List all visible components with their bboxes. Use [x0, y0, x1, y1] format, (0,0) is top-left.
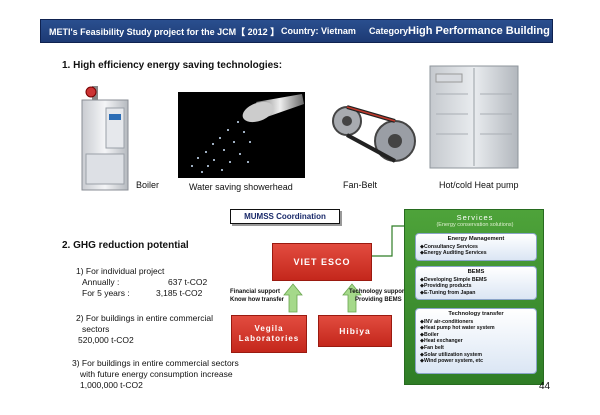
- services-subtitle: (Energy conservation solutions): [436, 222, 514, 228]
- vegila-laboratories-box: Vegila Laboratories: [231, 315, 307, 353]
- five-year-value: 3,185 t-CO2: [156, 288, 203, 298]
- five-year-label: For 5 years :: [82, 288, 130, 298]
- ghg-item2: 2) For buildings in entire commercial se…: [76, 313, 213, 346]
- list-item: ◆Energy Auditing Services: [420, 250, 487, 257]
- vegila-line2: Laboratories: [238, 334, 300, 343]
- project-title: METI's Feasibility Study project for the…: [49, 26, 280, 37]
- annual-label: Annually :: [82, 277, 120, 287]
- financial-line2: Know how transfer: [230, 297, 285, 303]
- technology-arrow-icon: [342, 283, 362, 313]
- list-item: ◆INV air-conditioners: [420, 318, 474, 325]
- category-value: High Performance Building: [408, 25, 550, 37]
- technology-line2: Providing BEMS: [355, 297, 402, 303]
- list-item: ◆Fan belt: [420, 344, 444, 351]
- mumss-coordination-box: MUMSS Coordination: [230, 209, 340, 224]
- financial-line1: Financial support: [230, 289, 281, 295]
- list-item: ◆Developing Simple BEMS: [420, 276, 487, 283]
- ghg-item1: 1) For individual project Annually : 637…: [76, 266, 207, 299]
- ghg-item3: 3) For buildings in entire commercial se…: [72, 358, 239, 391]
- fanbelt-caption: Fan-Belt: [343, 180, 378, 190]
- list-item: ◆Heat exchanger: [420, 338, 463, 345]
- financial-support-label: Financial support Know how transfer: [230, 288, 284, 304]
- technology-line1: Technology support: [349, 289, 407, 295]
- page-number: 44: [539, 381, 551, 392]
- item3-value: 1,000,000 t-CO2: [80, 380, 143, 390]
- fanbelt-image: [327, 97, 417, 177]
- bems-card: BEMS ◆Developing Simple BEMS ◆Providing …: [415, 266, 537, 300]
- energy-management-card: Energy Management ◆Consultancy Services …: [415, 233, 537, 261]
- technology-transfer-card: Technology transfer ◆INV air-conditioner…: [415, 308, 537, 374]
- shower-caption: Water saving showerhead: [189, 182, 293, 192]
- annual-value: 637 t-CO2: [168, 277, 208, 287]
- list-item: ◆Consultancy Services: [420, 243, 478, 250]
- energy-management-title: Energy Management: [447, 236, 505, 242]
- list-item: ◆Boiler: [420, 331, 439, 338]
- title-banner: METI's Feasibility Study project for the…: [40, 19, 553, 43]
- item2-value: 520,000 t-CO2: [78, 335, 134, 345]
- technology-support-label: Technology support Providing BEMS: [349, 288, 406, 304]
- bems-title: BEMS: [467, 269, 485, 275]
- financial-arrow-icon: [283, 283, 303, 313]
- item1-title: 1) For individual project: [76, 266, 165, 276]
- boiler-image: [78, 84, 133, 194]
- item3-line1: 3) For buildings in entire commercial se…: [72, 358, 239, 368]
- heatpump-image: [428, 64, 520, 170]
- list-item: ◆Providing products: [420, 283, 472, 290]
- showerhead-image: [178, 92, 305, 178]
- heatpump-caption: Hot/cold Heat pump: [439, 180, 519, 190]
- item2-line2: sectors: [82, 324, 110, 334]
- country-label: Country: Vietnam: [281, 26, 356, 36]
- connector-arrow-icon: [372, 225, 404, 257]
- boiler-caption: Boiler: [136, 180, 160, 190]
- list-item: ◆Wind power system, etc: [420, 358, 484, 365]
- section2-heading: 2. GHG reduction potential: [62, 240, 189, 251]
- section1-heading: 1. High efficiency energy saving technol…: [62, 60, 283, 71]
- services-panel: Services (Energy conservation solutions)…: [404, 209, 544, 385]
- list-item: ◆Heat pump hot water system: [420, 325, 495, 332]
- item2-line1: 2) For buildings in entire commercial: [76, 313, 213, 323]
- viet-esco-box: VIET ESCO: [272, 243, 372, 281]
- list-item: ◆Solar utilization system: [420, 351, 482, 358]
- services-title: Services: [456, 213, 494, 222]
- item3-line2: with future energy consumption increase: [80, 369, 233, 379]
- list-item: ◆E-Tuning from Japan: [420, 289, 476, 296]
- category-label: Category:: [369, 26, 412, 36]
- hibiya-box: Hibiya: [318, 315, 392, 347]
- technology-transfer-title: Technology transfer: [448, 311, 504, 317]
- vegila-line1: Vegila: [254, 324, 284, 333]
